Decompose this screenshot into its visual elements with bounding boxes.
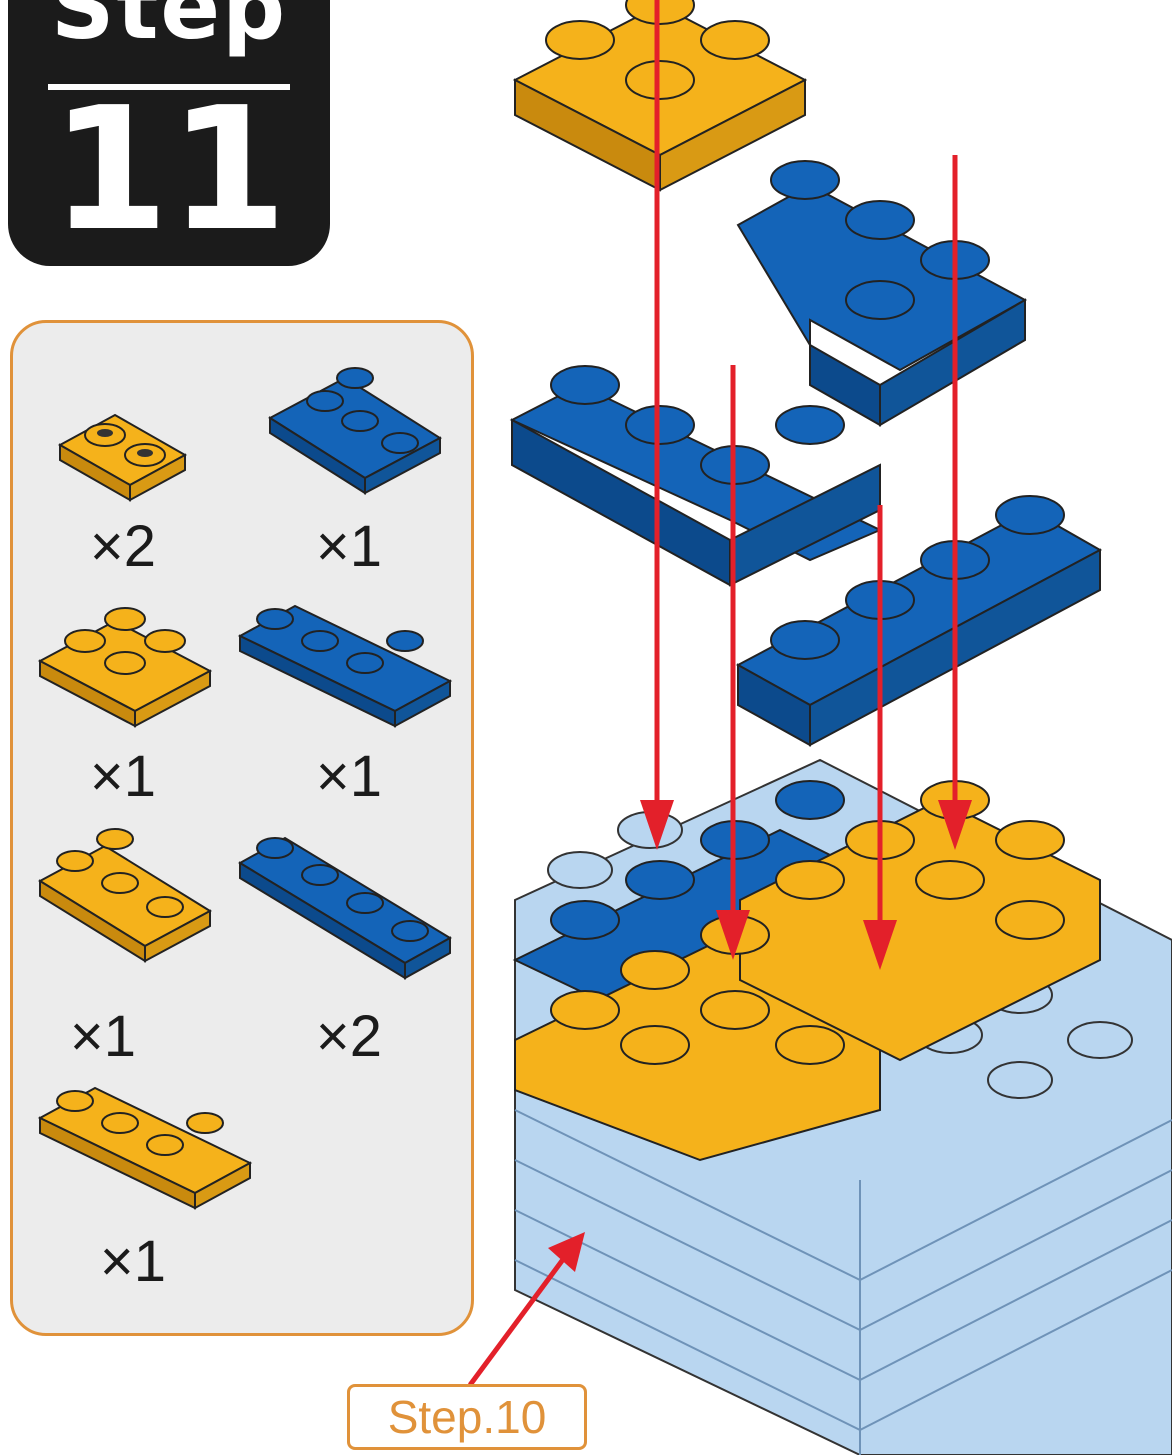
floating-blue-l-plate <box>738 161 1025 425</box>
floating-yellow-2x2-plate <box>515 0 805 190</box>
previous-step-label: Step.10 <box>347 1384 587 1450</box>
floating-blue-u-plate <box>512 366 880 585</box>
